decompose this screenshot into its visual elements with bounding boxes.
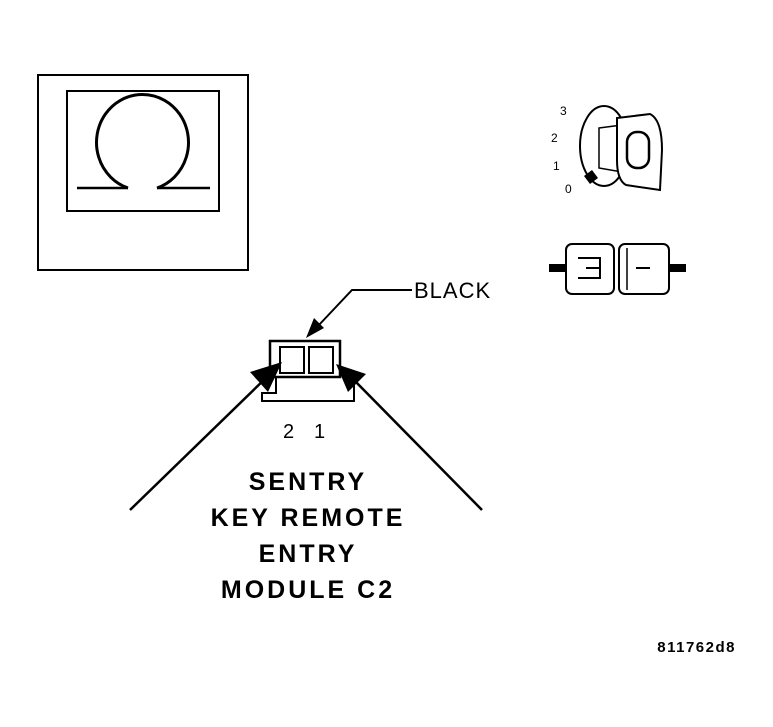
color-callout: BLACK [306,278,491,338]
color-callout-label: BLACK [414,278,491,303]
figure-code: 811762d8 [657,639,736,656]
title-line-4: MODULE C2 [221,576,395,604]
module-connector-c2 [261,339,355,402]
ignition-key-icon: 3 2 1 0 [551,104,664,196]
ohmmeter-display [37,74,249,271]
probe-arrow-left [250,362,282,392]
probe-arrow-right [336,364,366,392]
cavity-2 [279,346,305,374]
key-label-O [625,130,651,170]
meter-screen [66,90,220,212]
title-line-2: KEY REMOTE [211,504,406,532]
pin-label-2: 2 [283,421,294,443]
key-position-0: 0 [565,182,572,196]
title-line-3: ENTRY [259,540,358,568]
meter-frame [37,74,249,271]
probe-leaders [129,362,483,511]
pin-label-1: 1 [314,421,325,443]
key-position-3: 3 [560,104,567,118]
module-title: SENTRY KEY REMOTE ENTRY MODULE C2 [211,468,406,604]
title-line-1: SENTRY [249,468,367,496]
inline-connector-icon [549,243,686,295]
key-position-1: 1 [553,159,560,173]
cavity-1 [308,346,334,374]
key-position-2: 2 [551,131,558,145]
ohm-icon [77,93,210,190]
